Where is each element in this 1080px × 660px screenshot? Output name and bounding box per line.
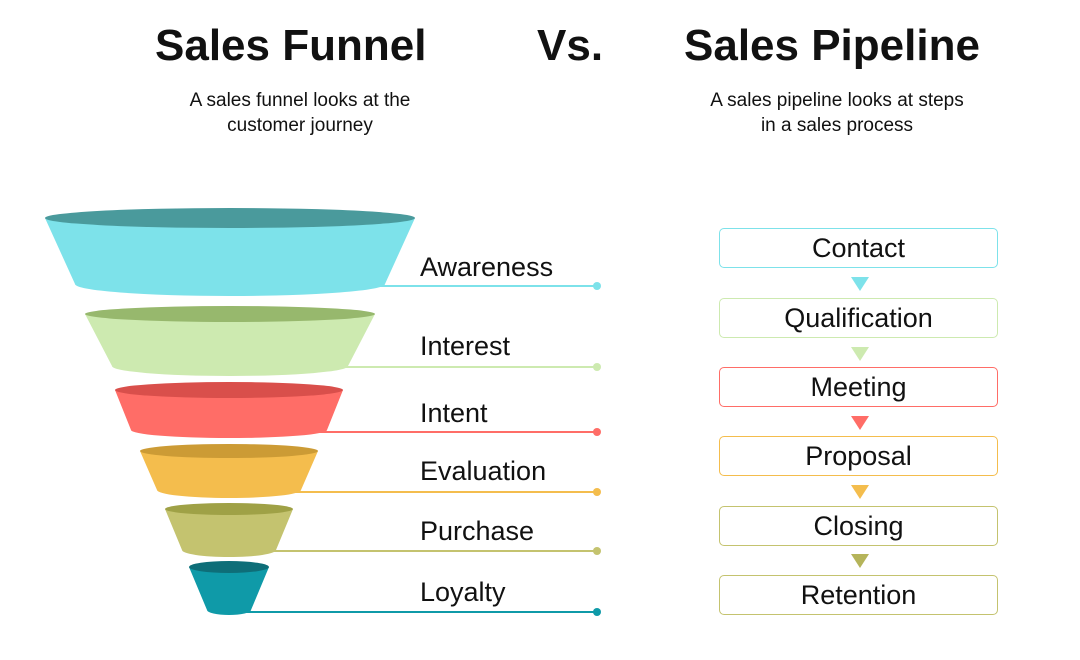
- pipeline-arrow-down-icon: [851, 277, 869, 291]
- funnel-stage-intent-label: Intent: [420, 398, 488, 428]
- funnel-connector-dot-interest: [593, 363, 601, 371]
- pipeline-arrow-down-icon: [851, 485, 869, 499]
- pipeline-subtitle-line-2: in a sales process: [760, 115, 914, 136]
- pipeline-step-contact: Contact: [719, 228, 998, 268]
- funnel-segment-top-evaluation: [140, 444, 318, 458]
- pipeline-step-meeting: Meeting: [719, 367, 998, 407]
- pipeline-subtitle-line-1: A sales pipeline looks at steps: [710, 90, 964, 111]
- pipeline-subtitle: A sales pipeline looks at steps in a sal…: [667, 88, 1007, 138]
- funnel-title: Sales Funnel: [155, 21, 427, 70]
- funnel-connector-dot-evaluation: [593, 488, 601, 496]
- pipeline-step-qualification: Qualification: [719, 298, 998, 338]
- funnel-segment-top-interest: [85, 306, 375, 322]
- funnel-connector-dot-purchase: [593, 547, 601, 555]
- pipeline-title: Sales Pipeline: [684, 21, 980, 70]
- sales-funnel-diagram: [45, 208, 601, 616]
- funnel-segment-awareness: [45, 218, 415, 296]
- funnel-connector-dot-awareness: [593, 282, 601, 290]
- pipeline-arrow-down-icon: [851, 347, 869, 361]
- funnel-stage-awareness-label: Awareness: [420, 252, 554, 282]
- funnel-stage-evaluation-label: Evaluation: [420, 456, 547, 486]
- funnel-segment-loyalty: [189, 567, 269, 615]
- funnel-segment-interest: [85, 314, 375, 376]
- funnel-segment-top-purchase: [165, 503, 293, 515]
- funnel-segment-top-intent: [115, 382, 343, 398]
- funnel-subtitle: A sales funnel looks at the customer jou…: [140, 88, 460, 138]
- funnel-segment-purchase: [165, 509, 293, 557]
- funnel-segment-evaluation: [140, 451, 318, 498]
- funnel-segment-intent: [115, 390, 343, 438]
- pipeline-arrow-down-icon: [851, 416, 869, 430]
- funnel-stage-interest-label: Interest: [420, 331, 511, 361]
- pipeline-step-closing: Closing: [719, 506, 998, 546]
- funnel-connector-dot-intent: [593, 428, 601, 436]
- funnel-connector-dot-loyalty: [593, 608, 601, 616]
- vs-label: Vs.: [537, 21, 604, 70]
- funnel-stage-loyalty-label: Loyalty: [420, 577, 506, 607]
- funnel-subtitle-line-1: A sales funnel looks at the: [189, 90, 411, 111]
- funnel-stage-purchase-label: Purchase: [420, 516, 535, 546]
- funnel-subtitle-line-2: customer journey: [227, 115, 373, 136]
- funnel-segment-top-awareness: [45, 208, 415, 228]
- pipeline-arrow-down-icon: [851, 554, 869, 568]
- pipeline-step-proposal: Proposal: [719, 436, 998, 476]
- funnel-segment-top-loyalty: [189, 561, 269, 573]
- pipeline-step-retention: Retention: [719, 575, 998, 615]
